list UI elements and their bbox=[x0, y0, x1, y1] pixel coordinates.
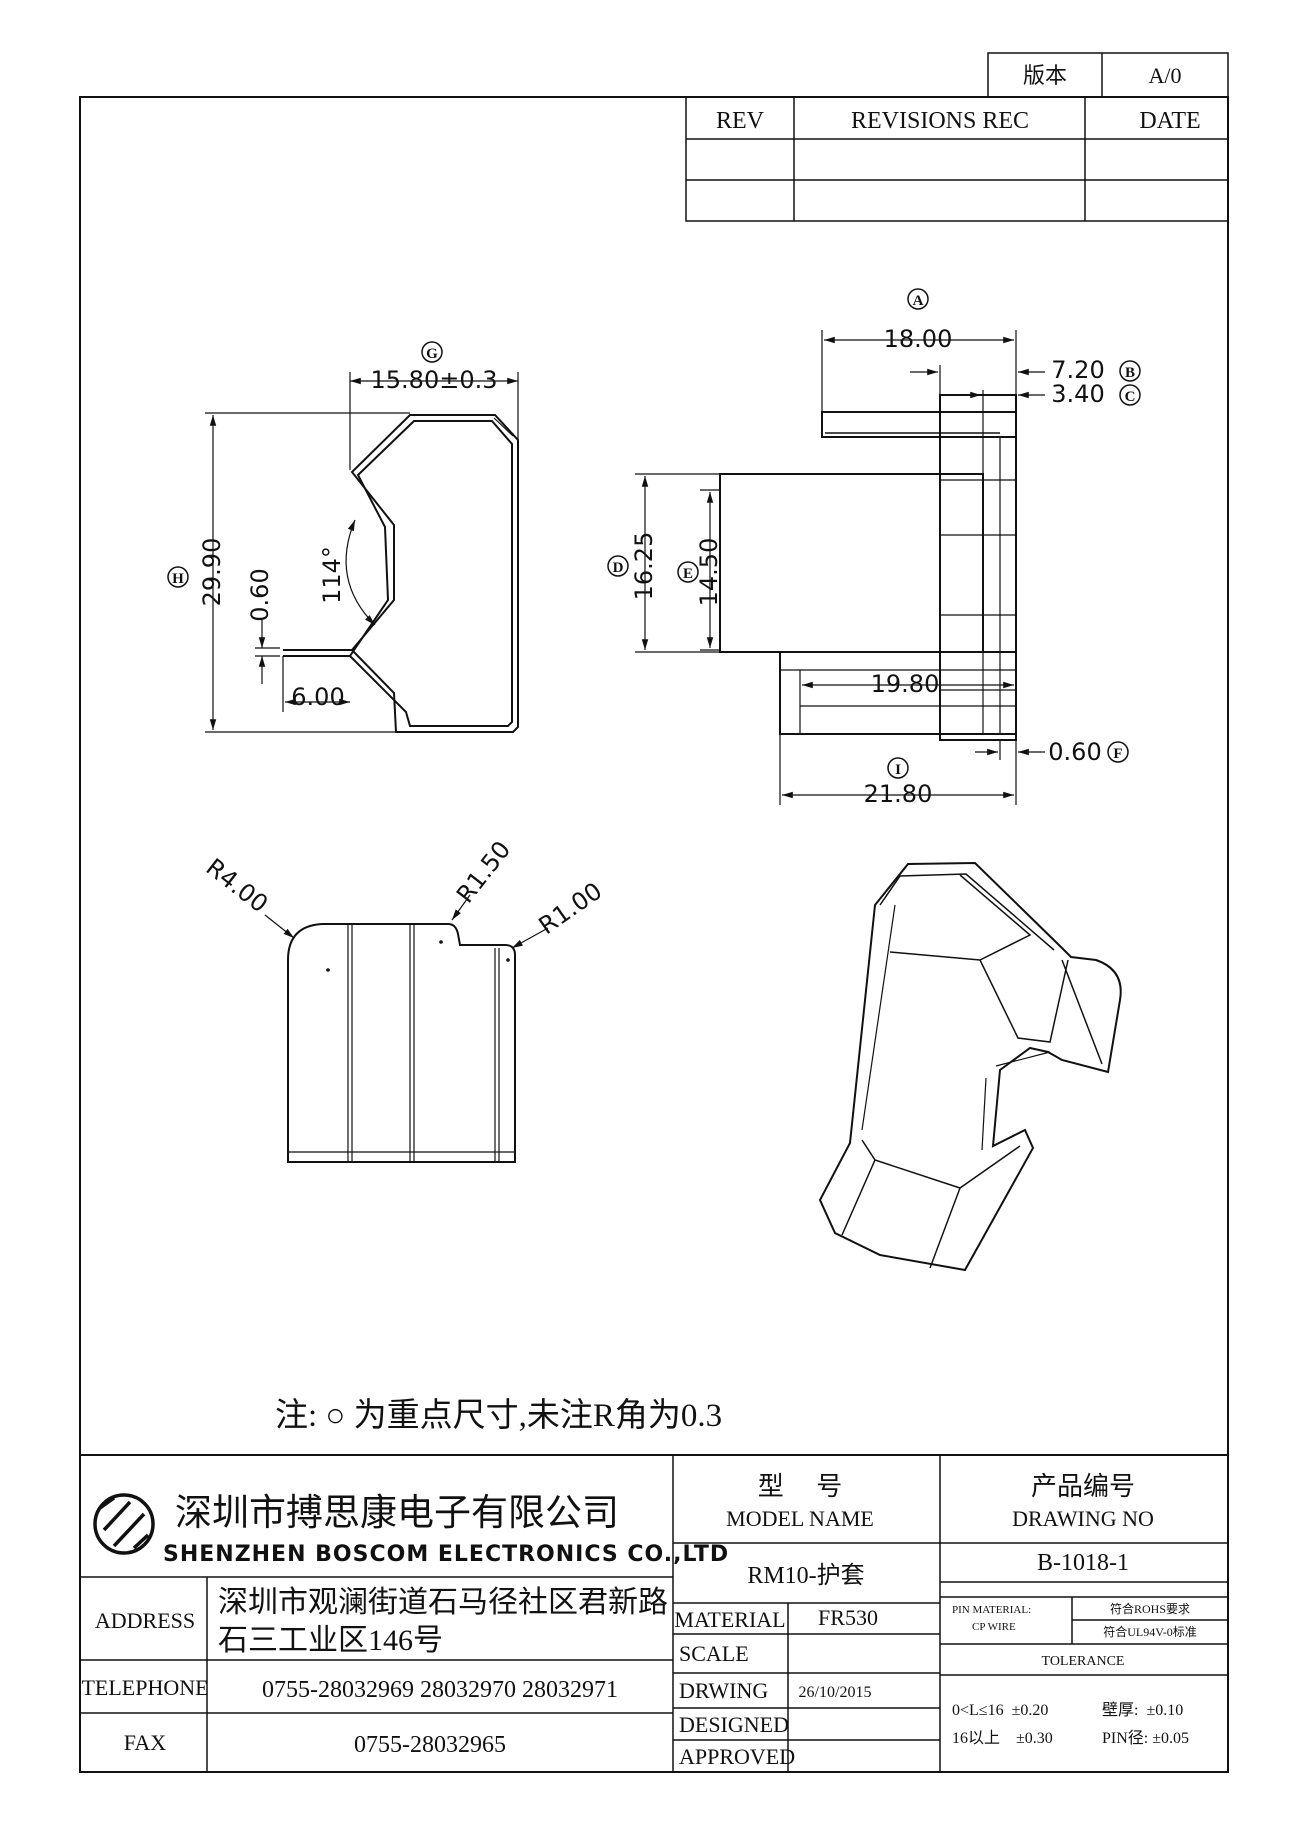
center-dot bbox=[326, 968, 330, 972]
company-logo bbox=[93, 1493, 155, 1555]
dim-angle: 114° bbox=[318, 546, 346, 604]
dim-c-value: 3.40 bbox=[1051, 380, 1104, 408]
dim-marker-a bbox=[907, 288, 929, 310]
dim-marker-g bbox=[421, 341, 443, 363]
tolerance-line1b: 壁厚: ±0.10 bbox=[1102, 1700, 1183, 1719]
date-header: DATE bbox=[1139, 108, 1200, 134]
dim-h-value: 29.90 bbox=[198, 538, 226, 607]
model-value: RM10-护套 bbox=[747, 1562, 864, 1589]
dim-d-value: 16.25 bbox=[630, 532, 658, 601]
dim-c-marker: C bbox=[1125, 389, 1136, 405]
dim-b-value: 7.20 bbox=[1051, 356, 1104, 384]
center-dot bbox=[439, 940, 443, 944]
dim-e-marker: E bbox=[683, 566, 693, 582]
version-label: 版本 bbox=[1023, 63, 1067, 88]
front-profile-view: G 15.80±0.3 H 29.90 0.60 6.00 114° bbox=[167, 341, 519, 733]
address-label: ADDRESS bbox=[95, 1608, 195, 1633]
version-value: A/0 bbox=[1149, 63, 1182, 88]
version-box: 版本 A/0 bbox=[987, 52, 1229, 98]
drwing-label: DRWING bbox=[679, 1678, 768, 1703]
dim-d-marker: D bbox=[613, 560, 624, 576]
radius-r150: R1.50 bbox=[451, 836, 516, 908]
dim-i-marker: I bbox=[895, 762, 901, 778]
dim-i-value: 21.80 bbox=[864, 780, 933, 808]
dim-g-marker: G bbox=[426, 346, 438, 362]
dim-inner-value: 19.80 bbox=[871, 670, 940, 698]
drawing-label-en: DRAWING NO bbox=[1012, 1506, 1154, 1531]
address-line2: 石三工业区146号 bbox=[218, 1624, 443, 1657]
tolerance-line2b: PIN径: ±0.05 bbox=[1102, 1729, 1189, 1747]
scale-label: SCALE bbox=[679, 1641, 749, 1666]
company-name-cn: 深圳市搏思康电子有限公司 bbox=[175, 1492, 619, 1534]
rev-header: REV bbox=[716, 108, 765, 134]
drawing-label-cn: 产品编号 bbox=[1031, 1472, 1135, 1501]
radius-r1: R1.00 bbox=[534, 877, 608, 940]
approved-label: APPROVED bbox=[679, 1744, 795, 1769]
tolerance-label: TOLERANCE bbox=[1042, 1654, 1125, 1669]
dim-marker-f bbox=[1107, 741, 1129, 763]
dim-s-value: 6.00 bbox=[291, 683, 344, 711]
telephone-label: TELEPHONE bbox=[81, 1675, 208, 1700]
dim-marker-e bbox=[677, 561, 699, 583]
radius-r4: R4.00 bbox=[201, 853, 273, 918]
designed-label: DESIGNED bbox=[679, 1712, 789, 1737]
dim-a-marker: A bbox=[913, 293, 924, 309]
company-name-en: SHENZHEN BOSCOM ELECTRONICS CO.,LTD bbox=[163, 1542, 729, 1567]
dim-h-marker: H bbox=[172, 571, 184, 587]
fax-value: 0755-28032965 bbox=[354, 1732, 506, 1758]
title-block bbox=[80, 1454, 1228, 1772]
revisions-table: REV REVISIONS REC DATE bbox=[685, 96, 1229, 222]
pin-material-label2: CP WIRE bbox=[972, 1621, 1016, 1633]
pin-material-value1: 符合ROHS要求 bbox=[1110, 1601, 1190, 1616]
dim-marker-i bbox=[887, 757, 909, 779]
dim-g-value: 15.80±0.3 bbox=[371, 366, 498, 394]
tolerance-line2a: 16以上 ±0.30 bbox=[952, 1729, 1053, 1747]
drwing-value: 26/10/2015 bbox=[799, 1684, 872, 1701]
revisions-rec-header: REVISIONS REC bbox=[851, 108, 1029, 134]
material-value: FR530 bbox=[818, 1605, 878, 1630]
dim-t-value: 0.60 bbox=[246, 568, 274, 621]
drawing-border bbox=[79, 96, 1229, 1773]
dim-marker-b bbox=[1119, 360, 1141, 382]
top-radius-view: R4.00 R1.50 R1.00 bbox=[201, 836, 608, 1163]
material-label: MATERIAL bbox=[674, 1607, 785, 1632]
dim-f-marker: F bbox=[1113, 746, 1122, 762]
dim-marker-c bbox=[1119, 384, 1141, 406]
model-label-cn: 型 号 bbox=[758, 1472, 843, 1501]
dim-marker-d bbox=[607, 555, 629, 577]
note-text: 注: ○ 为重点尺寸,未注R角为0.3 bbox=[275, 1397, 722, 1434]
isometric-view bbox=[818, 861, 1122, 1272]
dim-marker-h bbox=[167, 566, 189, 588]
tolerance-line1a: 0<L≤16 ±0.20 bbox=[952, 1702, 1048, 1719]
center-dot bbox=[506, 958, 510, 962]
fax-label: FAX bbox=[124, 1730, 166, 1755]
pin-material-label1: PIN MATERIAL: bbox=[952, 1604, 1031, 1616]
dim-b-marker: B bbox=[1125, 365, 1135, 381]
drawing-value: B-1018-1 bbox=[1037, 1550, 1129, 1576]
telephone-value: 0755-28032969 28032970 28032971 bbox=[262, 1677, 618, 1703]
side-profile-view: A 18.00 7.20 B 3.40 C D 16.25 E 14.50 19… bbox=[607, 288, 1141, 808]
model-label-en: MODEL NAME bbox=[726, 1506, 874, 1531]
address-line1: 深圳市观澜街道石马径社区君新路 bbox=[218, 1586, 668, 1619]
pin-material-value2: 符合UL94V-0标准 bbox=[1103, 1624, 1197, 1639]
dim-e-value: 14.50 bbox=[695, 538, 723, 607]
dim-a-value: 18.00 bbox=[884, 325, 953, 353]
dim-f-value: 0.60 bbox=[1048, 738, 1101, 766]
